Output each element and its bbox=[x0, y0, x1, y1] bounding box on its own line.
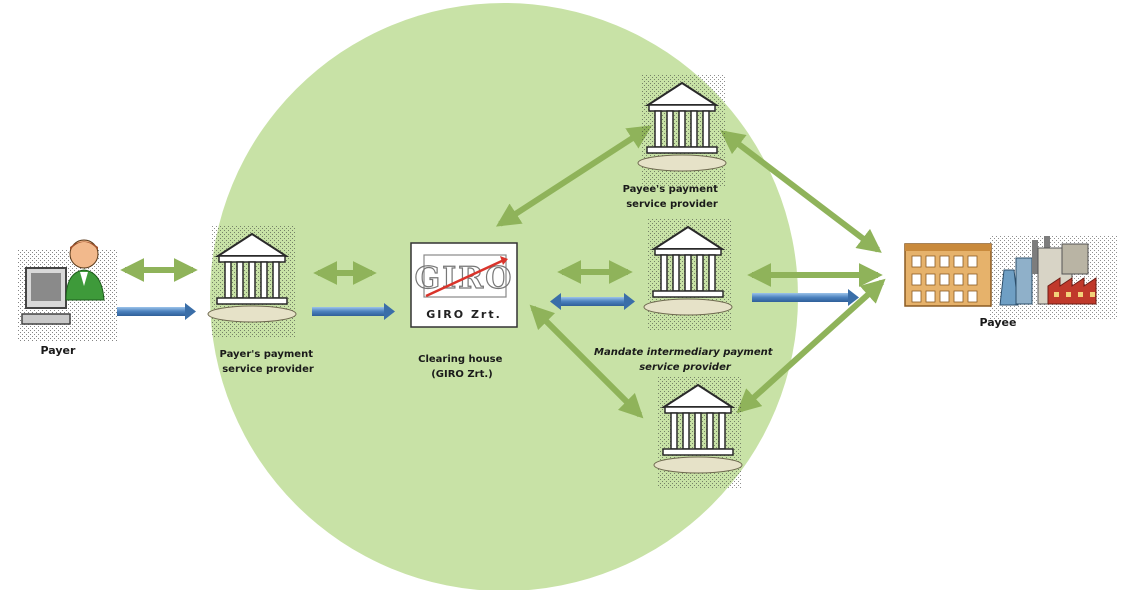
arrow-payeepsp-payee bbox=[720, 130, 882, 253]
svg-text:Payer's payment service pr: Payer's payment service provider bbox=[220, 349, 317, 375]
payer-psp-label-line1: Payer's payment bbox=[220, 349, 314, 360]
payee-psp-label-line2: service provider bbox=[626, 199, 718, 210]
giro-logo: GIRO GIRO Zrt. bbox=[410, 242, 518, 328]
clearing-house-label-line1: Clearing house bbox=[418, 354, 502, 365]
blue-arrow-mandate-payee bbox=[752, 289, 859, 306]
bottom-bank-icon bbox=[653, 376, 743, 490]
green-arrows bbox=[120, 125, 886, 419]
blue-arrow-payerpsp-clearing bbox=[312, 303, 395, 320]
arrow-clearing-payeepsp bbox=[495, 125, 653, 227]
giro-logo-caption: GIRO Zrt. bbox=[426, 308, 502, 321]
payer-icon bbox=[18, 239, 118, 342]
clearing-house-label-line2: (GIRO Zrt.) bbox=[431, 369, 493, 380]
blue-arrow-payer-payerpsp bbox=[117, 303, 196, 320]
payee-psp-label-line1: Payee's payment bbox=[623, 184, 719, 195]
blue-arrows bbox=[117, 289, 859, 320]
payer-label: Payer bbox=[41, 344, 76, 357]
payee-icon bbox=[904, 236, 1118, 320]
svg-text:Payee's payment service pr: Payee's payment service provider bbox=[623, 184, 722, 210]
payer-psp-bank-icon bbox=[207, 225, 297, 339]
payer-psp-label-line2: service provider bbox=[222, 364, 314, 375]
arrow-clearing-bottombank bbox=[529, 304, 644, 419]
payee-psp-bank-icon bbox=[637, 74, 727, 188]
svg-text:Mandate intermediary payment: Mandate intermediary payment service pro… bbox=[594, 347, 776, 373]
payee-label: Payee bbox=[980, 316, 1017, 329]
mandate-psp-label-line2: service provider bbox=[639, 362, 732, 373]
blue-arrow-clearing-mandate bbox=[550, 293, 635, 310]
mandate-psp-bank-icon bbox=[643, 218, 733, 332]
arrow-bottombank-payee bbox=[736, 278, 886, 414]
svg-text:Clearing house (GIRO Zrt.): Clearing house (GIRO Zrt.) bbox=[418, 354, 506, 380]
mandate-psp-label-line1: Mandate intermediary payment bbox=[594, 347, 774, 358]
